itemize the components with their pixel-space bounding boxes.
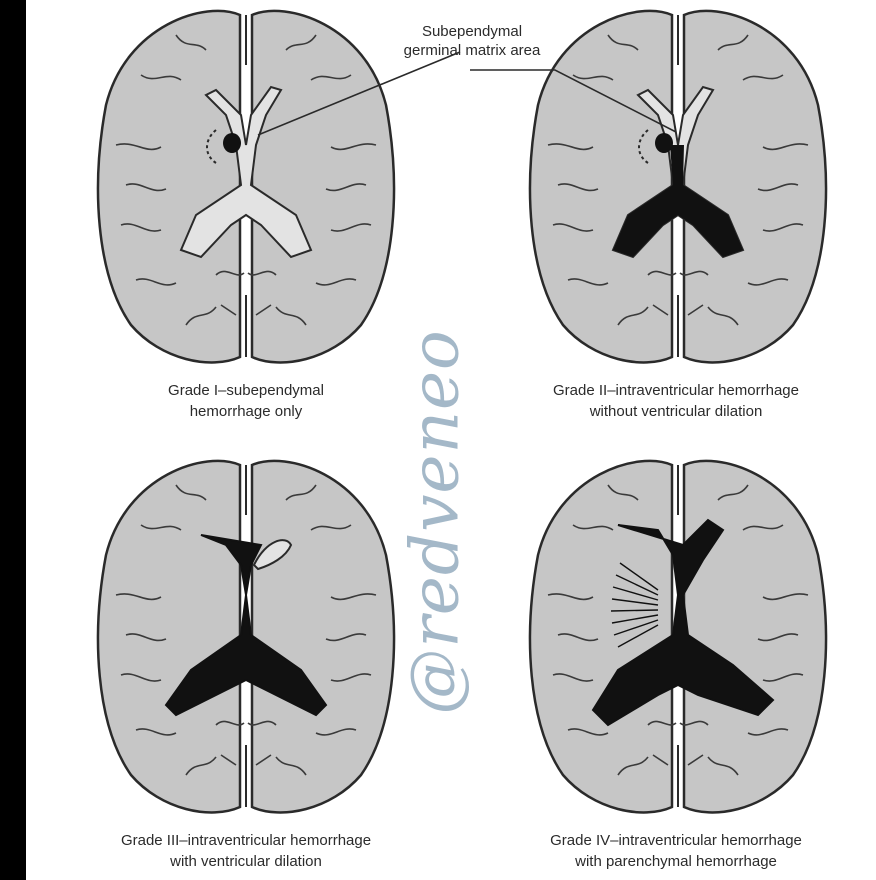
caption-grade-2-line1: Grade II–intraventricular hemorrhage — [486, 380, 866, 401]
callout-line1: Subependymal — [342, 22, 602, 41]
caption-grade-1-line2: hemorrhage only — [96, 401, 396, 422]
brain-grade-1 — [98, 11, 394, 363]
caption-grade-4-line1: Grade IV–intraventricular hemorrhage — [486, 830, 866, 851]
subependymal-hemorrhage — [223, 133, 241, 153]
callout-line2: germinal matrix area — [342, 41, 602, 60]
left-black-bar — [0, 0, 26, 880]
caption-grade-1-line1: Grade I–subependymal — [96, 380, 396, 401]
caption-grade-3-line1: Grade III–intraventricular hemorrhage — [46, 830, 446, 851]
caption-grade-2-line2: without ventricular dilation — [486, 401, 866, 422]
caption-grade-4: Grade IV–intraventricular hemorrhage wit… — [486, 830, 866, 872]
brain-grade-3 — [98, 461, 394, 813]
brain-grade-2 — [530, 11, 826, 363]
watermark-text: @redveneo — [397, 329, 474, 715]
caption-grade-2: Grade II–intraventricular hemorrhage wit… — [486, 380, 866, 422]
brain-grade-4 — [530, 461, 826, 813]
caption-grade-3: Grade III–intraventricular hemorrhage wi… — [46, 830, 446, 872]
caption-grade-1: Grade I–subependymal hemorrhage only — [96, 380, 396, 422]
germinal-matrix-label: Subependymal germinal matrix area — [342, 22, 602, 60]
caption-grade-3-line2: with ventricular dilation — [46, 851, 446, 872]
caption-grade-4-line2: with parenchymal hemorrhage — [486, 851, 866, 872]
